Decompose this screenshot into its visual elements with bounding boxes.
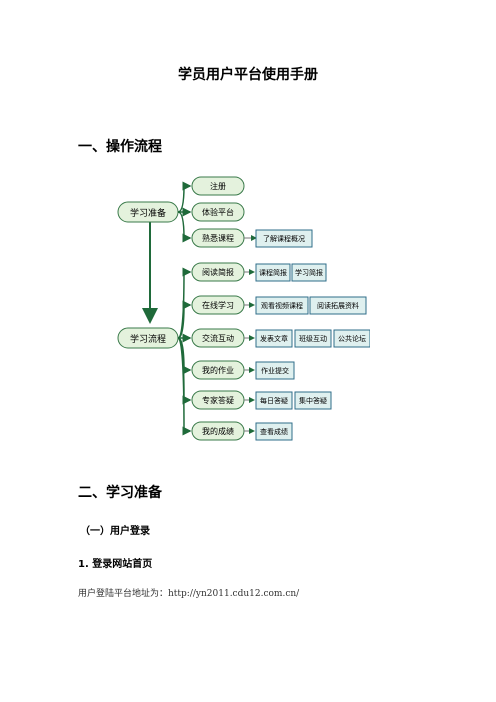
node-interaction-label: 交流互动 [202, 333, 234, 343]
node-familiarize-course: 熟悉课程 [191, 228, 245, 248]
box-group-qa: 集中答疑 [294, 391, 332, 410]
subsection-heading-login: （一）用户登录 [80, 526, 150, 537]
node-familiarize-course-label: 熟悉课程 [202, 233, 234, 243]
node-my-homework-label: 我的作业 [202, 365, 234, 375]
box-post-article-label: 发表文章 [260, 334, 288, 343]
step-heading-homepage: 1. 登录网站首页 [78, 559, 153, 570]
box-public-forum-label: 公共论坛 [338, 334, 366, 343]
node-study-flow: 学习流程 [117, 327, 179, 349]
node-trial-platform: 体验平台 [191, 202, 245, 222]
box-view-grades: 查看成绩 [255, 422, 293, 441]
login-text: 用户登陆平台地址为： [78, 589, 169, 599]
node-online-study: 在线学习 [191, 295, 245, 315]
node-read-briefing-label: 阅读简报 [202, 267, 234, 277]
node-study-prep-label: 学习准备 [130, 207, 166, 219]
box-view-grades-label: 查看成绩 [260, 427, 288, 436]
box-watch-video: 观看视频课程 [255, 296, 309, 315]
node-expert-qa-label: 专家答疑 [202, 395, 234, 405]
box-group-qa-label: 集中答疑 [299, 396, 327, 405]
node-study-flow-label: 学习流程 [130, 333, 166, 345]
box-study-briefing-label: 学习简报 [295, 268, 323, 277]
box-submit-homework-label: 作业提交 [261, 366, 289, 375]
node-my-grades-label: 我的成绩 [202, 426, 234, 436]
box-course-overview-label: 了解课程概况 [263, 234, 305, 243]
node-online-study-label: 在线学习 [202, 300, 234, 310]
box-submit-homework: 作业提交 [255, 361, 295, 380]
node-register-label: 注册 [210, 181, 226, 191]
box-extended-reading-label: 阅读拓展资料 [317, 301, 359, 310]
box-course-briefing: 课程简报 [255, 263, 291, 282]
node-expert-qa: 专家答疑 [191, 390, 245, 410]
node-my-grades: 我的成绩 [191, 421, 245, 441]
box-extended-reading: 阅读拓展资料 [309, 296, 367, 315]
document-title: 学员用户平台使用手册 [178, 67, 318, 83]
login-url-link[interactable]: http://yn2011.cdu12.com.cn/ [168, 589, 300, 599]
box-study-briefing: 学习简报 [291, 263, 327, 282]
section-heading-process: 一、操作流程 [78, 139, 162, 155]
box-post-article: 发表文章 [255, 329, 293, 348]
box-daily-qa: 每日答疑 [255, 391, 293, 410]
login-paragraph: 用户登陆平台地址为：http://yn2011.cdu12.com.cn/ [78, 586, 299, 599]
node-read-briefing: 阅读简报 [191, 262, 245, 282]
node-study-prep: 学习准备 [117, 201, 179, 223]
box-class-interaction-label: 班级互动 [299, 334, 327, 343]
box-course-briefing-label: 课程简报 [259, 268, 287, 277]
box-public-forum: 公共论坛 [333, 329, 370, 348]
box-watch-video-label: 观看视频课程 [261, 301, 303, 310]
node-my-homework: 我的作业 [191, 360, 245, 380]
box-class-interaction: 班级互动 [294, 329, 332, 348]
box-course-overview: 了解课程概况 [255, 229, 313, 248]
section-heading-preparation: 二、学习准备 [78, 485, 162, 501]
node-register: 注册 [191, 176, 245, 196]
box-daily-qa-label: 每日答疑 [260, 396, 288, 405]
node-trial-platform-label: 体验平台 [202, 207, 234, 217]
process-flowchart: 学习准备 学习流程 注册 体验平台 熟悉课程 了解课程概况 阅读简报 在线学习 [117, 176, 370, 441]
node-interaction: 交流互动 [191, 328, 245, 348]
